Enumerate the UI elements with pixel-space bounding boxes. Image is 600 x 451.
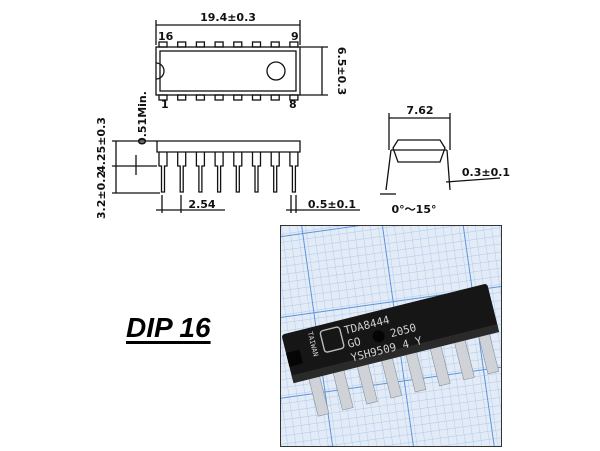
pin-1-label: 1 <box>161 98 169 111</box>
pin-bottom <box>214 94 224 101</box>
row-spacing-label: 7.62 <box>406 104 433 117</box>
pin-bottom <box>289 94 299 101</box>
pitch-label: 2.54 <box>188 198 215 211</box>
body-height-label: 4.25±0.3 <box>95 117 108 173</box>
pin-9-label: 9 <box>291 30 299 43</box>
pin-top <box>270 41 280 48</box>
pin-top <box>233 41 243 48</box>
width-label: 6.5±0.3 <box>335 47 348 95</box>
pin-8-label: 8 <box>289 98 297 111</box>
pin-side <box>289 152 299 193</box>
pin-top <box>289 41 299 48</box>
lead-length-label: 3.2±0.2 <box>95 171 108 219</box>
pin-side <box>177 152 187 193</box>
end-view <box>380 113 501 195</box>
pin-side <box>270 152 280 193</box>
pin-side <box>158 152 168 193</box>
pin-side <box>214 152 224 193</box>
pin-bottom <box>270 94 280 101</box>
pin-16-label: 16 <box>158 30 174 43</box>
pin-top <box>158 41 168 48</box>
philips-logo <box>319 326 345 353</box>
pin-top <box>195 41 206 48</box>
pin-side <box>251 152 262 193</box>
pin-top <box>214 41 224 48</box>
chip-photo: TDA8444 GO 2050 YSH9509 4 Y TAIWAN <box>280 225 502 447</box>
pin-top <box>177 41 187 48</box>
standoff-label: 0.51Min. <box>136 91 149 145</box>
chip: TDA8444 GO 2050 YSH9509 4 Y TAIWAN <box>282 284 500 417</box>
pin-bottom <box>158 94 168 101</box>
pin-bottom <box>195 94 206 101</box>
pin-top <box>251 41 262 48</box>
lead-angle-label: 0°～15° <box>392 203 437 216</box>
lead-thickness-label: 0.3±0.1 <box>462 166 510 179</box>
pin-bottom <box>251 94 262 101</box>
pin-bottom <box>233 94 243 101</box>
marking-line-2b: 2050 <box>389 321 418 340</box>
side-view <box>112 140 360 213</box>
package-title: DIP 16 <box>126 312 211 343</box>
lead-width-label: 0.5±0.1 <box>308 198 356 211</box>
pin-side <box>195 152 206 193</box>
pin-side <box>233 152 243 193</box>
length-label: 19.4±0.3 <box>200 11 256 24</box>
pin-bottom <box>177 94 187 101</box>
marking-line-2a: GO <box>346 335 362 351</box>
top-view <box>155 20 328 101</box>
